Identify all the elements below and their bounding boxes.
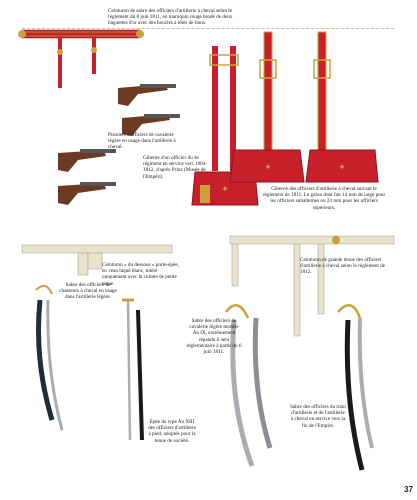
svg-text:✦: ✦	[221, 184, 229, 194]
train-sabre-illustration	[337, 304, 374, 471]
caption-train-sabre: Sabre des officiers du train d'artilleri…	[290, 404, 346, 429]
caption-chasseur-sabre: Sabre des officiers de chasseurs à cheva…	[59, 282, 117, 301]
svg-text:✦: ✦	[264, 162, 272, 172]
caption-epee-an13: Épée du type An XIII des officiers d'art…	[148, 419, 196, 444]
pistol-illustration-1	[118, 84, 176, 106]
top-divider	[22, 28, 394, 29]
white-underbelt-illustration	[21, 244, 173, 276]
pistol-illustration-3	[58, 149, 116, 172]
caption-pistols: Pistolets d'officiers de cavalerie légèr…	[108, 132, 176, 151]
caption-cavalry-sabre: Sabre des officiers de cavalerie légère …	[186, 318, 242, 356]
page-number: 37	[404, 485, 413, 494]
caption-white-underbelt: Ceinturon « du dessous » porte-épée, en …	[102, 262, 179, 287]
epee-an13-illustration	[122, 298, 144, 441]
pistol-illustration-2	[122, 114, 180, 136]
red-sword-belt-illustration	[18, 29, 144, 88]
chasseur-sabre-illustration	[35, 284, 64, 431]
caption-cartridge-box-1811: Giberne des officiers d'artillerie à che…	[262, 186, 386, 211]
cartridge-box-1811-illustration: ✦ ✦	[229, 31, 379, 183]
pistol-illustration-4	[58, 182, 116, 205]
caption-red-sword-belt: Ceinturon de sabre des officiers d'artil…	[108, 8, 233, 27]
caption-cartridge-box-4e: Giberne d'un officier du 4e régiment en …	[143, 155, 207, 180]
cavalry-sabre-an9-illustration	[225, 304, 273, 467]
svg-text:✦: ✦	[338, 162, 346, 172]
white-dress-belt-illustration	[229, 235, 395, 337]
caption-white-dress-belt: Ceinturon de grande tenue des officiers …	[300, 257, 386, 276]
